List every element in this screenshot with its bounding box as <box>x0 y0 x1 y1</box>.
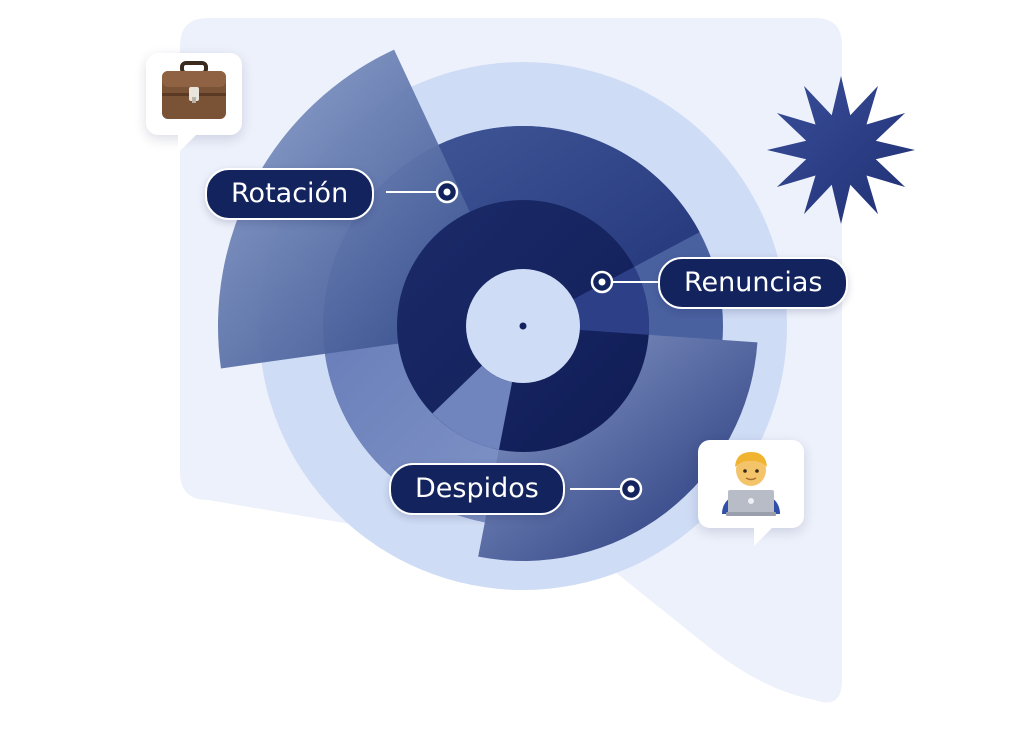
technologist-bubble <box>698 440 804 546</box>
man-technologist-icon <box>722 452 780 516</box>
sector-inner-bottom <box>432 365 513 450</box>
connector-rotacion <box>386 180 459 204</box>
briefcase-bubble <box>146 53 242 153</box>
starburst-icon <box>767 76 915 224</box>
sector-renuncias-inner <box>573 266 649 335</box>
label-renuncias: Renuncias <box>658 257 849 309</box>
briefcase-icon <box>162 61 226 119</box>
connector-despidos <box>570 477 643 501</box>
label-rotacion: Rotación <box>205 168 375 220</box>
connector-renuncias <box>590 270 662 294</box>
label-despidos: Despidos <box>389 463 565 515</box>
center-dot <box>519 322 527 330</box>
